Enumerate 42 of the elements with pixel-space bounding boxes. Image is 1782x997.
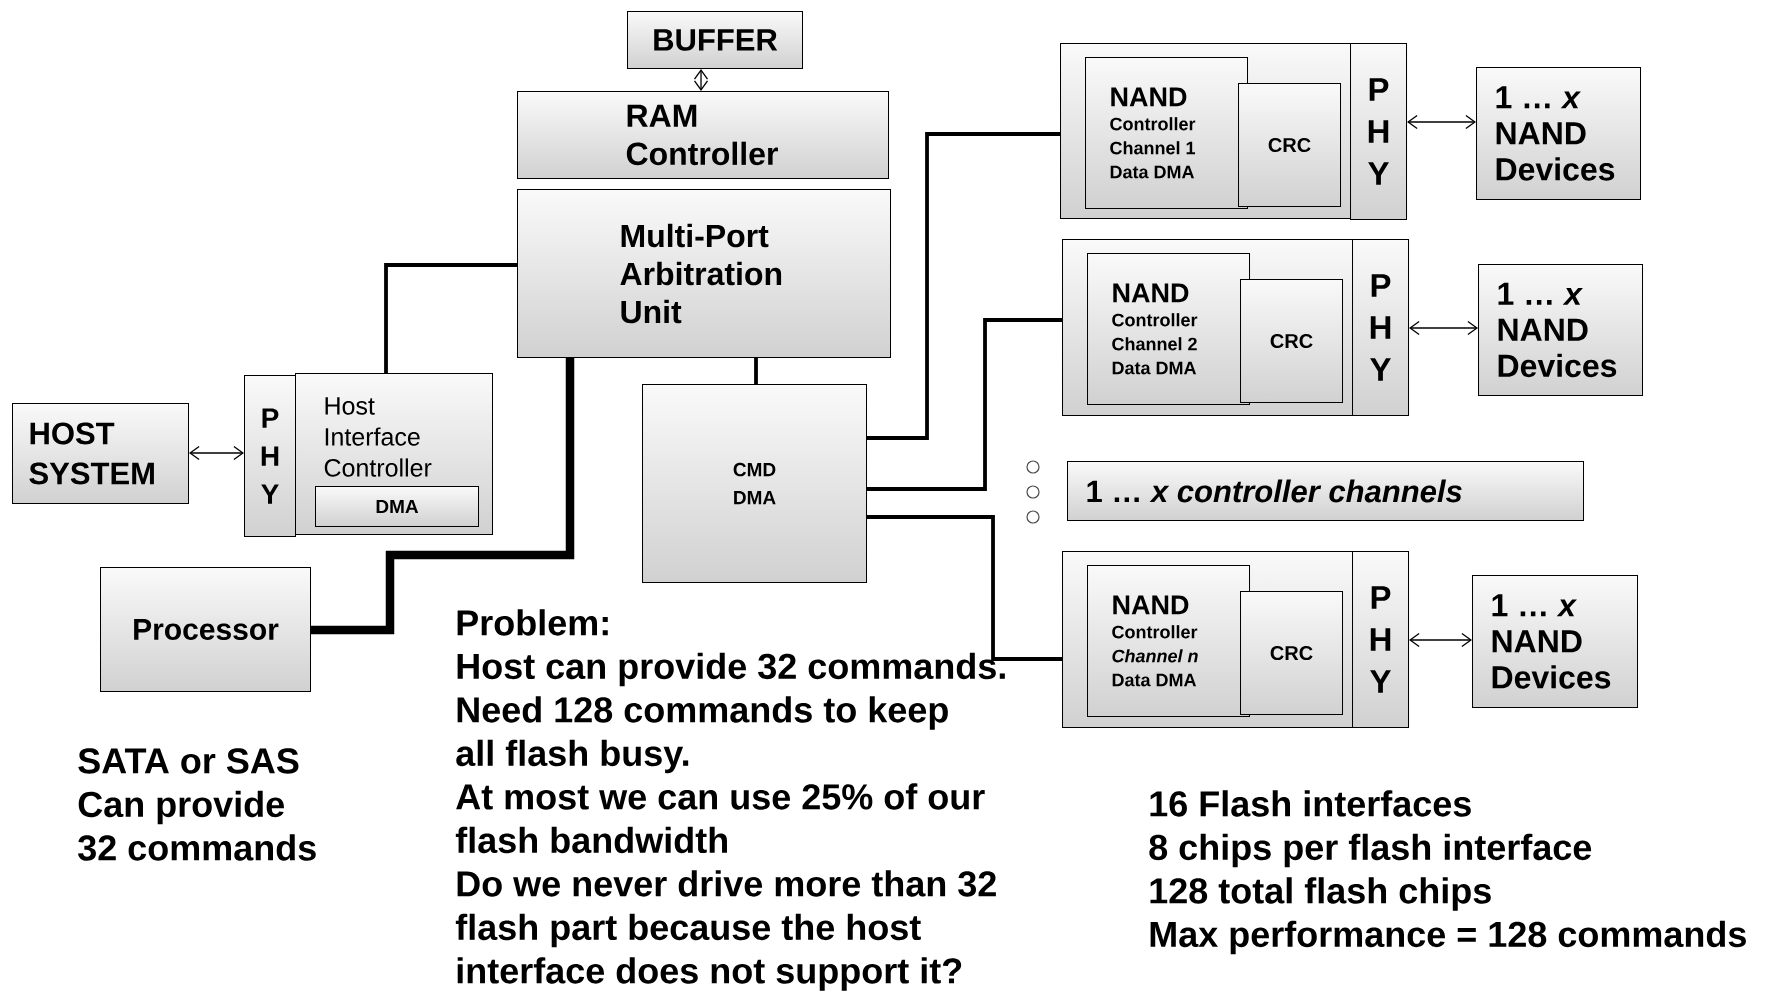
connector-line bbox=[867, 318, 1062, 491]
arbitration-box: Multi-Port Arbitration Unit bbox=[517, 189, 891, 358]
channel-band: 1 … x controller channels bbox=[1067, 461, 1584, 521]
host-box: HOST SYSTEM bbox=[12, 403, 189, 504]
double-arrow bbox=[1407, 114, 1477, 130]
device-box: 1 … x NAND Devices bbox=[1478, 264, 1643, 396]
crc-box: CRC bbox=[1238, 83, 1341, 207]
phy-box: P H Y bbox=[1350, 43, 1407, 220]
note-text: 128 total flash chips bbox=[1150, 877, 1491, 911]
dma-box: CMD DMA bbox=[642, 384, 867, 583]
double-arrow bbox=[1409, 632, 1473, 648]
controller-box: NAND Controller Channel 1 Data DMA bbox=[1085, 57, 1248, 209]
double-arrow bbox=[1409, 320, 1479, 336]
note-text: 8 chips per flash interface bbox=[1149, 833, 1592, 868]
controller-box: NAND Controller Channel 2 Data DMA bbox=[1087, 253, 1250, 405]
note-text: Host can provide 32 commands. bbox=[457, 652, 1005, 687]
controller-box: RAM Controller bbox=[517, 91, 889, 179]
dma-box: DMA bbox=[315, 486, 479, 527]
note-text: 16 Flash interfaces bbox=[1150, 790, 1471, 817]
note-text: Max performance = 128 commands bbox=[1150, 920, 1746, 955]
note-text: At most we can use 25% of our flash bandwidth bbox=[455, 783, 985, 854]
note-text: SATA or SAS Can provide 32 commands bbox=[78, 748, 316, 861]
crc-box: CRC bbox=[1240, 591, 1343, 715]
phy-box: P H Y bbox=[244, 375, 296, 537]
connector-line bbox=[867, 132, 1060, 440]
controller-box: NAND Controller Channel n Data DMA bbox=[1087, 565, 1250, 717]
note-text: Problem: bbox=[457, 609, 608, 636]
double-arrow bbox=[693, 69, 709, 91]
connector-line bbox=[384, 263, 517, 373]
note-text: Do we never drive more than 32 flash part because the host interface does not support it? bbox=[455, 870, 996, 991]
phy-box: P H Y bbox=[1352, 551, 1409, 728]
note-text: Need 128 commands to keep all flash busy. bbox=[456, 696, 948, 774]
connector-line bbox=[867, 515, 1062, 661]
buffer-box: BUFFER bbox=[627, 11, 803, 69]
crc-box: CRC bbox=[1240, 279, 1343, 403]
phy-box: P H Y bbox=[1352, 239, 1409, 416]
processor-box: Processor bbox=[100, 567, 311, 692]
double-arrow bbox=[189, 445, 244, 461]
connector-line bbox=[754, 358, 758, 384]
device-box: 1 … x NAND Devices bbox=[1476, 67, 1641, 200]
connector-line bbox=[311, 358, 575, 635]
device-box: 1 … x NAND Devices bbox=[1472, 575, 1638, 708]
